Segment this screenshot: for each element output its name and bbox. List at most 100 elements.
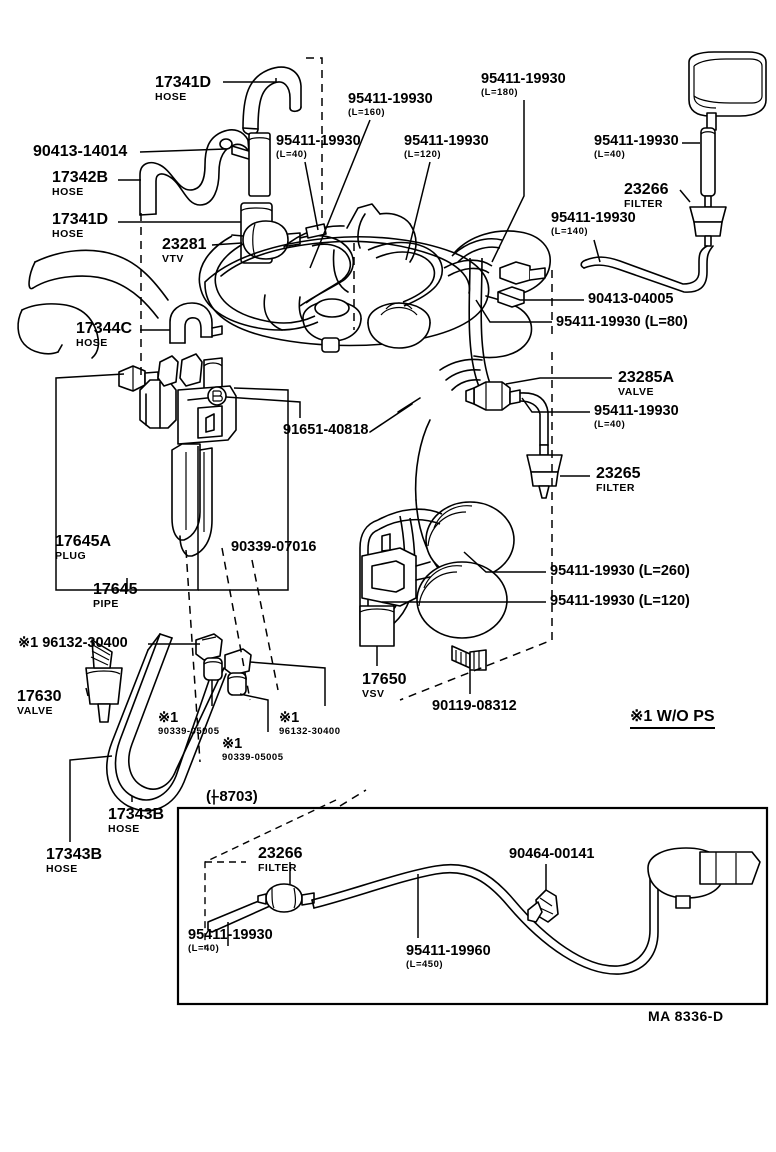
inset-component-right: [647, 847, 761, 909]
inset-callout-dashes: [204, 799, 337, 948]
part-number: 90413-14014: [33, 143, 128, 160]
part-subtitle: 90339-05005: [158, 725, 220, 737]
part-label-l-91651-40818: 91651-40818: [283, 423, 368, 438]
part-number: 95411-19930: [348, 91, 433, 107]
inset-clamp-90464-00141: [527, 889, 559, 923]
part-number: 23266: [258, 845, 303, 862]
dashed-guides: [140, 57, 553, 807]
part-number: ※1: [279, 710, 300, 726]
part-number: ※1: [222, 736, 243, 752]
part-subtitle: HOSE: [52, 228, 84, 240]
part-label-l-95411-40-c: 95411-19930(L=40): [594, 404, 679, 429]
part-number: ※1: [158, 710, 179, 726]
part-number: 23266: [624, 181, 669, 198]
part-number: 95411-19930: [481, 71, 566, 87]
part-subtitle: (L=40): [276, 148, 308, 160]
part-label-l-96132-a: ※1 96132-30400: [18, 636, 128, 651]
part-subtitle: HOSE: [155, 91, 187, 103]
clip-96132-30400-b: [224, 648, 252, 676]
part-number: ※1 96132-30400: [18, 635, 128, 651]
valve-23285a: [465, 381, 521, 411]
part-subtitle: (L=450): [406, 958, 444, 970]
part-subtitle: (L=40): [188, 942, 220, 954]
part-subtitle: (L=180): [481, 86, 519, 98]
part-label-l-90464-00141: 90464-00141: [509, 847, 594, 862]
nipple-upper: [305, 223, 327, 239]
part-number: 23285A: [618, 369, 675, 386]
part-label-l-95411-120-b: 95411-19930 (L=120): [550, 594, 690, 609]
part-number: 95411-19930 (L=120): [550, 593, 690, 609]
pipe-17645-assembly: [118, 353, 237, 557]
part-number: 23265: [596, 465, 641, 482]
part-number: 23281: [162, 236, 207, 253]
part-number: 90119-08312: [432, 698, 517, 714]
part-number: 91651-40818: [283, 422, 369, 438]
part-subtitle: HOSE: [76, 337, 108, 349]
part-number: 17650: [362, 671, 407, 688]
round-housing-lower-inner: [418, 565, 463, 607]
tube-95411-40-right: [700, 127, 716, 197]
part-label-l-95411-80: 95411-19930 (L=80): [556, 315, 688, 330]
inset-filter-23266: [257, 883, 315, 913]
vsv-17650: [359, 533, 431, 647]
part-subtitle: (L=40): [594, 148, 626, 160]
hose-17342b: [139, 129, 250, 216]
part-label-l-90119-08312: 90119-08312: [432, 699, 517, 714]
vacuum-reservoir-tank: [688, 51, 767, 131]
part-label-l-95411-40-b: 95411-19930(L=40): [594, 134, 679, 159]
part-number: 95411-19930: [188, 927, 273, 943]
manifold-nipple-a: [321, 337, 340, 353]
part-subtitle: 96132-30400: [279, 725, 341, 737]
part-subtitle: (L=120): [404, 148, 442, 160]
part-number: 90413-04005: [588, 291, 674, 307]
clip-96132-30400-a: [195, 633, 223, 661]
part-number: 90339-07016: [231, 539, 317, 555]
hose-17341d-top: [242, 66, 302, 136]
part-subtitle: (L=160): [348, 106, 386, 118]
actuator-left: [302, 298, 362, 342]
part-number: 17343B: [108, 806, 165, 823]
drawing-code: MA 8336-D: [648, 1008, 724, 1024]
part-subtitle: FILTER: [624, 198, 663, 210]
part-number: 17645: [93, 581, 138, 598]
part-subtitle: VSV: [362, 688, 385, 700]
part-label-l-95411-140: 95411-19930(L=140): [551, 211, 636, 236]
clip-91651-40818: [207, 386, 227, 406]
part-label-l-95411-19960: 95411-19960(L=450): [406, 944, 491, 969]
part-subtitle: VTV: [162, 253, 184, 265]
part-subtitle: PLUG: [55, 550, 87, 562]
part-number: 17645A: [55, 533, 112, 550]
part-label-l-90413-04005: 90413-04005: [588, 292, 673, 307]
engine-lower-body: [369, 358, 483, 581]
leader-lines: [55, 78, 700, 842]
part-label-l-95411-120-a: 95411-19930(L=120): [404, 134, 489, 159]
grommet-90339-05005-a: [203, 657, 223, 681]
part-subtitle: HOSE: [46, 863, 78, 875]
part-number: 17344C: [76, 320, 133, 337]
part-subtitle: VALVE: [618, 386, 654, 398]
part-subtitle: HOSE: [108, 823, 140, 835]
hose-95411-140: [580, 245, 714, 293]
inset-leaders: [227, 862, 547, 946]
part-number: 17342B: [52, 169, 109, 186]
part-label-l-95411-40-a: 95411-19930(L=40): [276, 134, 361, 159]
valve-17630: [85, 639, 123, 723]
part-number: 95411-19930 (L=80): [556, 314, 688, 330]
bolt-90119-08312: [451, 645, 487, 671]
connector-90413-04005: [499, 261, 546, 285]
part-number: 95411-19930: [404, 133, 489, 149]
part-number: 95411-19930 (L=260): [550, 563, 690, 579]
part-label-l-95411-180: 95411-19930(L=180): [481, 72, 566, 97]
part-number: 95411-19930: [276, 133, 361, 149]
